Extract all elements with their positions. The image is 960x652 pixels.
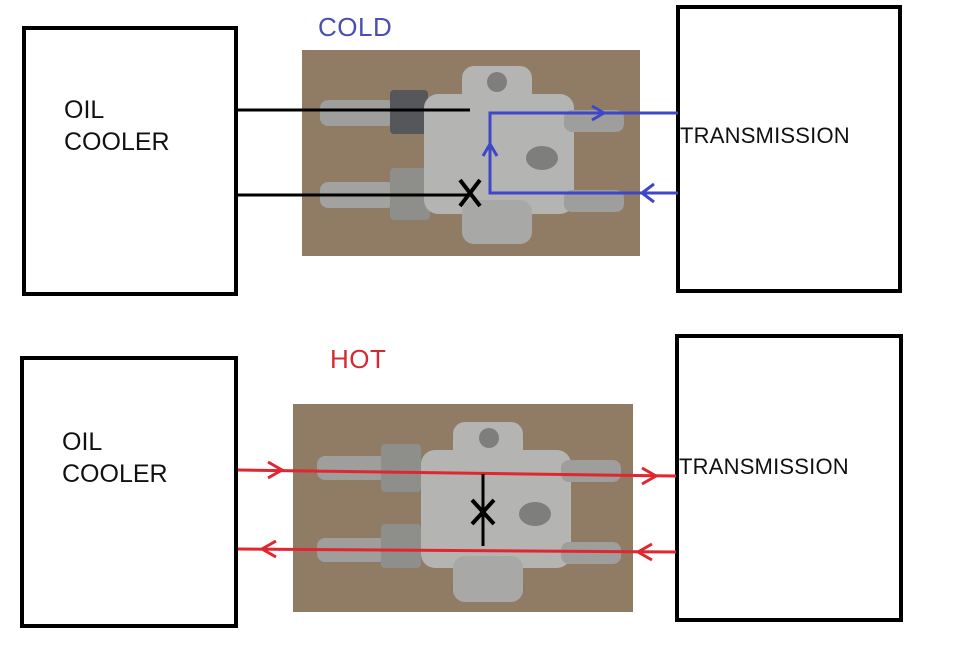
cold-oil-cooler-label: OIL COOLER xyxy=(64,96,170,156)
hot-transmission-label: TRANSMISSION xyxy=(679,454,849,479)
hot-transmission-box: TRANSMISSION xyxy=(675,334,903,622)
hot-arrow-4 xyxy=(258,539,277,559)
cold-arrow-up xyxy=(481,141,499,157)
cold-arrow-in xyxy=(639,182,655,204)
cold-bypass-loop xyxy=(488,111,678,195)
cold-valve-photo xyxy=(302,50,640,256)
hot-blocked-x xyxy=(470,498,496,526)
cold-arrow-out xyxy=(591,104,607,122)
hot-flow-top xyxy=(237,468,677,478)
cold-title: COLD xyxy=(318,12,393,42)
hot-arrow-1 xyxy=(267,460,286,480)
hot-oil-cooler-label: OIL COOLER xyxy=(62,428,168,488)
hot-arrow-2 xyxy=(641,466,660,486)
hot-flow-bottom xyxy=(237,547,677,554)
cold-transmission-box: TRANSMISSION xyxy=(676,5,902,293)
hot-oil-cooler-box: OIL COOLER xyxy=(20,356,238,628)
hot-title: HOT xyxy=(330,344,387,374)
cold-transmission-label: TRANSMISSION xyxy=(680,123,850,148)
cold-blocked-x xyxy=(458,178,482,208)
hot-valve-photo xyxy=(293,404,633,612)
cold-oil-cooler-box: OIL COOLER xyxy=(22,26,238,296)
hot-arrow-3 xyxy=(634,542,653,562)
